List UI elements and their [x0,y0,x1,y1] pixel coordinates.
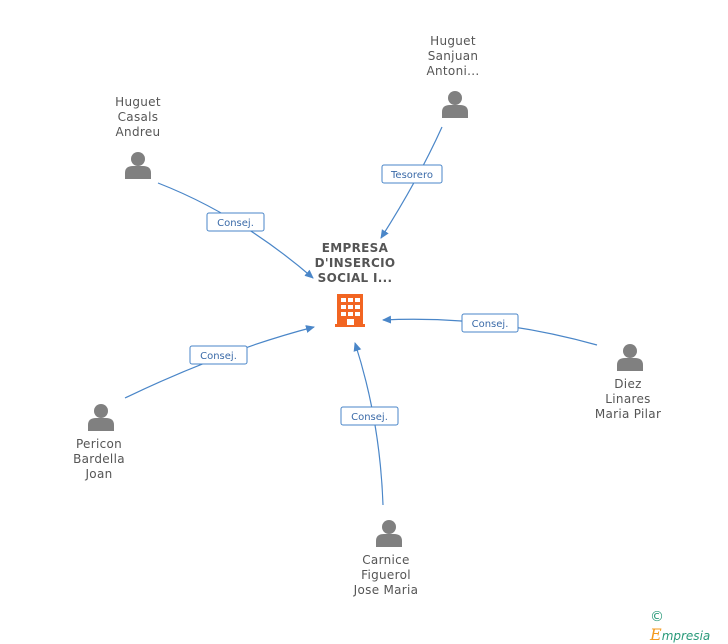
person-name-huguet-casals[interactable]: Huguet Casals Andreu [83,95,193,140]
person-name-carnice-figuerol[interactable]: Carnice Figuerol Jose Maria [331,553,441,598]
name-line: Pericon [75,437,123,451]
name-line: Antoni... [426,64,480,78]
role-label-pericon-bardella[interactable]: Consej. [189,345,248,365]
role-text: Consej. [200,351,237,362]
name-line: Joan [85,467,113,481]
building-icon[interactable] [335,294,365,327]
person-icon[interactable] [376,520,402,547]
name-line: Maria Pilar [594,407,662,421]
company-name-line: EMPRESA [321,241,389,255]
person-icon[interactable] [442,91,468,118]
name-line: Carnice [362,553,410,567]
role-label-diez-linares[interactable]: Consej. [461,313,519,333]
network-graph: Consej. Tesorero Consej. Consej. Consej. [88,91,643,547]
name-line: Andreu [115,125,161,139]
company-name-line: SOCIAL I... [317,271,393,285]
person-name-diez-linares[interactable]: Diez Linares Maria Pilar [573,377,683,422]
company-name-line: D'INSERCIO [314,256,396,270]
role-label-huguet-casals[interactable]: Consej. [206,212,265,232]
person-name-pericon-bardella[interactable]: Pericon Bardella Joan [44,437,154,482]
person-icon[interactable] [617,344,643,371]
name-line: Casals [117,110,159,124]
name-line: Bardella [73,452,125,466]
name-line: Huguet [115,95,161,109]
footer-brand[interactable]: © Empresia [650,609,728,644]
role-text: Consej. [351,412,388,423]
person-icon[interactable] [88,404,114,431]
role-label-carnice-figuerol[interactable]: Consej. [340,406,399,426]
company-name[interactable]: EMPRESA D'INSERCIO SOCIAL I... [290,241,420,286]
person-icon[interactable] [125,152,151,179]
role-text: Consej. [217,218,254,229]
brand-logo-text: mpresia [661,629,711,643]
name-line: Diez [614,377,642,391]
person-name-huguet-sanjuan[interactable]: Huguet Sanjuan Antoni... [398,34,508,79]
brand-logo-initial: E [650,625,662,644]
copyright-symbol: © [650,609,664,625]
name-line: Figuerol [361,568,411,582]
role-label-huguet-sanjuan[interactable]: Tesorero [381,164,443,184]
name-line: Sanjuan [427,49,479,63]
name-line: Linares [605,392,651,406]
name-line: Huguet [430,34,476,48]
role-text: Tesorero [390,170,433,181]
role-text: Consej. [472,319,509,330]
name-line: Jose Maria [353,583,419,597]
